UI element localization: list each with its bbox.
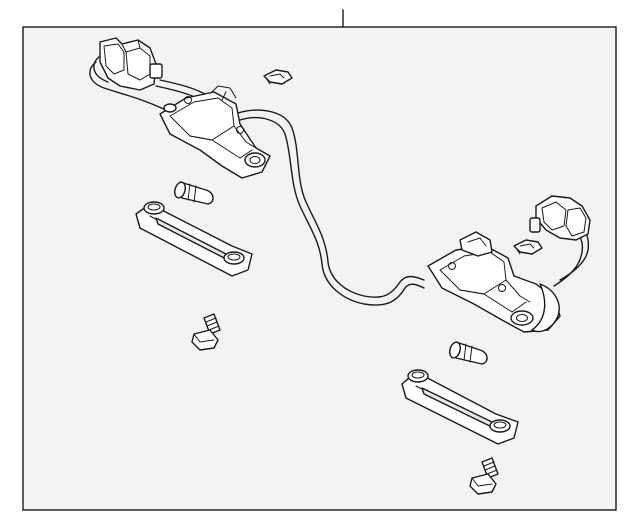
harness-connector-left	[99, 37, 163, 91]
harness-connector-right	[529, 195, 591, 241]
lens-gasket-right	[401, 369, 519, 445]
lamp-housing-right	[427, 231, 561, 333]
wire-clip-left	[263, 69, 293, 85]
lamp-housing-left	[159, 85, 271, 179]
bulb-right	[449, 341, 488, 365]
screw-right	[469, 457, 499, 495]
lens-gasket-left	[135, 201, 253, 277]
screw-left	[191, 313, 221, 351]
bulb-left	[174, 181, 214, 205]
wire-clip-right	[513, 239, 543, 255]
diagram-frame	[22, 26, 617, 511]
